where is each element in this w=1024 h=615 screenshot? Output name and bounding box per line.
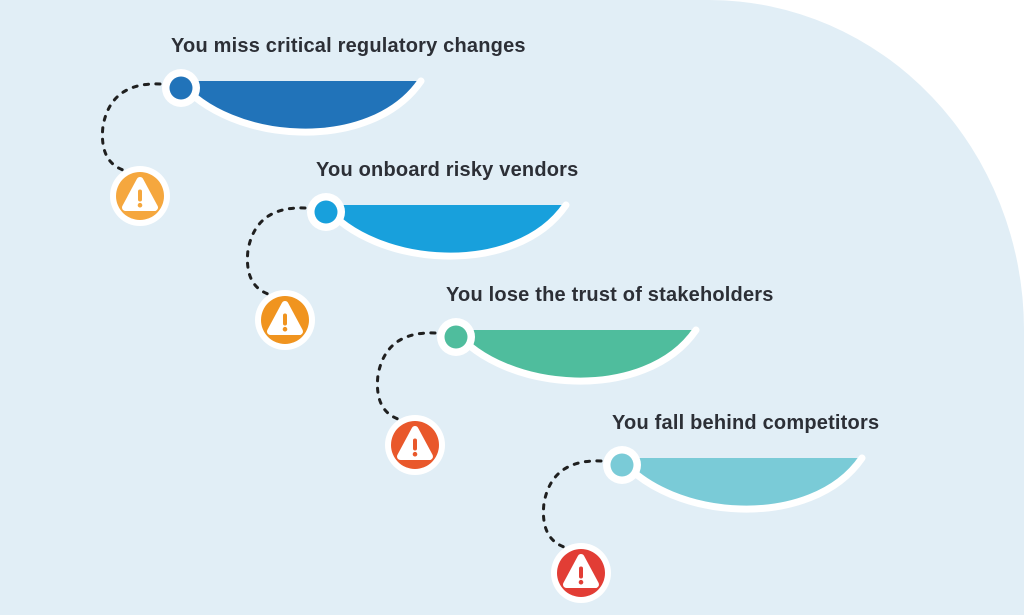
cascade-item-3-graphic xyxy=(375,318,700,475)
warning-badge xyxy=(110,166,170,226)
cascade-item-2-label: You onboard risky vendors xyxy=(316,159,579,181)
dashed-connector xyxy=(100,82,162,172)
cascade-item-4: You fall behind competitors xyxy=(512,403,972,613)
sail-white-outline xyxy=(320,201,570,260)
warning-badge xyxy=(255,290,315,350)
dashed-connector xyxy=(541,459,603,549)
sail-white-outline xyxy=(616,454,866,513)
cascade-item-4-graphic xyxy=(541,446,866,603)
connector-dot xyxy=(169,76,193,100)
cascade-item-1-graphic xyxy=(100,69,425,226)
cascade-item-1-label: You miss critical regulatory changes xyxy=(171,35,526,57)
warning-badge xyxy=(385,415,445,475)
cascade-item-4-label: You fall behind competitors xyxy=(612,412,880,434)
cascade-item-1: You miss critical regulatory changes xyxy=(71,26,531,236)
cascade-item-3: You lose the trust of stakeholders xyxy=(346,275,806,485)
exclamation-dot xyxy=(137,202,143,208)
dashed-connector xyxy=(375,331,437,421)
cascade-item-3-label: You lose the trust of stakeholders xyxy=(446,284,774,306)
exclamation-dot xyxy=(578,579,584,585)
connector-dot xyxy=(314,200,338,224)
connector-dot xyxy=(444,325,468,349)
cascade-item-2-graphic xyxy=(245,193,570,350)
warning-badge xyxy=(551,543,611,603)
sail-white-outline xyxy=(450,326,700,385)
exclamation-dot xyxy=(282,326,288,332)
connector-dot xyxy=(610,453,634,477)
sail-white-outline xyxy=(175,77,425,136)
dashed-connector xyxy=(245,206,307,296)
cascade-item-2: You onboard risky vendors xyxy=(216,150,676,360)
exclamation-dot xyxy=(412,451,418,457)
